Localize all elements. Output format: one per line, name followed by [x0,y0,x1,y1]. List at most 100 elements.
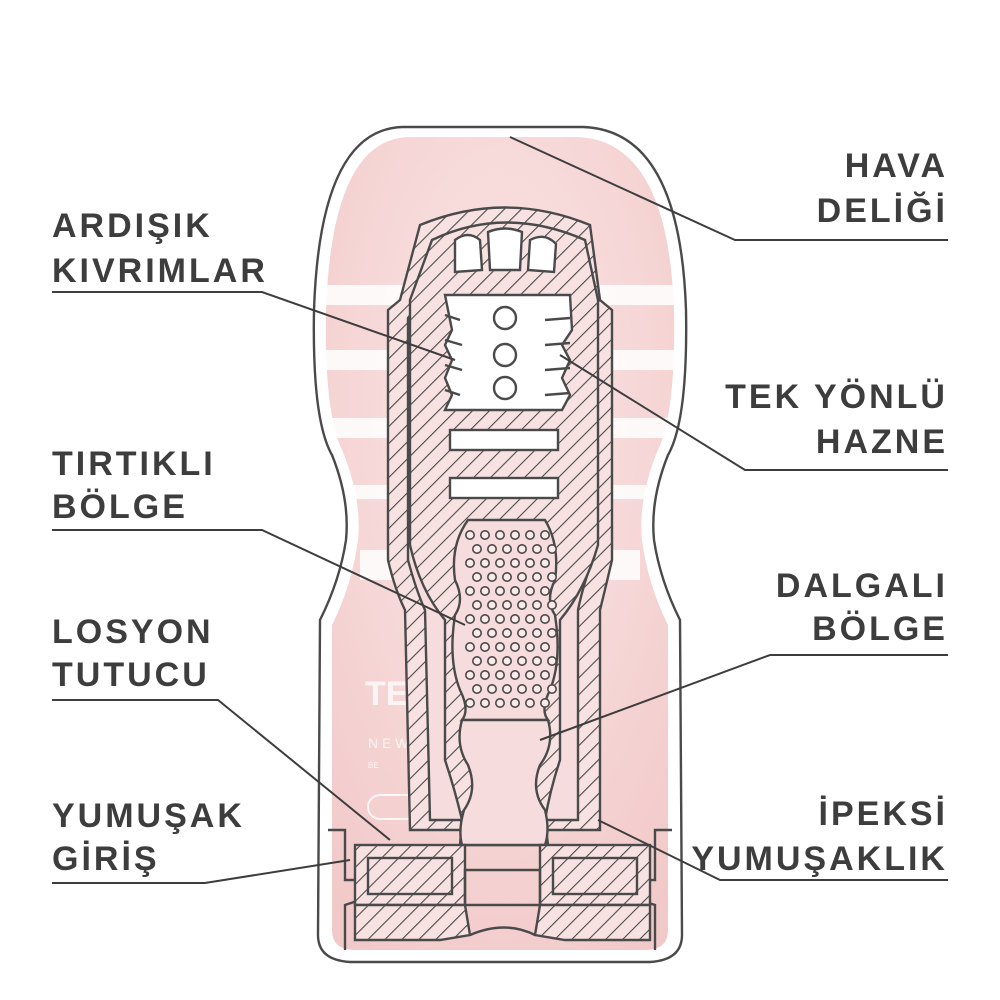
nub-dot [479,669,490,680]
nub-dot [464,585,475,596]
nub-dot [539,669,550,680]
label-tek-2: HAZNE [816,423,948,461]
nub-dot [501,683,512,694]
nub-dot [471,627,482,638]
nub-dot [509,613,520,624]
nub-dot [524,697,535,708]
nub-dot [471,599,482,610]
nub-dot [486,627,497,638]
nub-dot [501,655,512,666]
nub-dot [494,557,505,568]
nub-dot [494,613,505,624]
nub-dot [531,683,542,694]
nub-dot [509,585,520,596]
nub-dot [524,529,535,540]
leader-tirtikli [52,529,466,626]
nub-dot [486,599,497,610]
nub-dot [494,641,505,652]
nub-dot [479,557,490,568]
base-assembly [328,828,672,950]
nub-dot [479,585,490,596]
nub-dot [516,683,527,694]
nub-dot [524,557,535,568]
nub-dot [501,627,512,638]
nub-dot [516,543,527,554]
nub-dot [531,627,542,638]
nub-dot [539,697,550,708]
label-tirtikli-2: BÖLGE [52,488,188,526]
nub-dot [509,669,520,680]
nub-dot [531,543,542,554]
nub-dot [479,697,490,708]
label-tirtikli-1: TIRTIKLI [52,445,216,483]
top-grips [453,227,558,274]
nub-dot [546,627,557,638]
label-tek-1: TEK YÖNLÜ [725,378,948,416]
nub-dot [539,641,550,652]
nub-dots [464,529,557,708]
label-yumusak-2: GİRİŞ [52,840,160,878]
leader-ipeksi [597,819,948,881]
nub-dot [464,697,475,708]
leader-dalgali [539,654,948,741]
label-yumusak-1: YUMUŞAK [52,797,245,835]
nub-dot [464,669,475,680]
svg-text:TE: TE [365,675,408,713]
chamber-holes [492,305,518,401]
label-ipeksi-2: YUMUŞAKLIK [691,840,948,878]
divider-bar-2 [448,476,560,500]
label-ipeksi-1: İPEKSİ [819,795,948,833]
nub-dot [546,543,557,554]
label-ardisik-2: KIVRIMLAR [52,252,268,290]
wavy-zone [458,718,552,847]
nub-dot [479,529,490,540]
label-hava-2: DELİĞİ [817,192,948,230]
nub-dot [501,543,512,554]
nub-dot [486,655,497,666]
nub-dot [464,529,475,540]
label-losyon-1: LOSYON [52,613,214,651]
nub-dot [464,613,475,624]
nub-dot [524,641,535,652]
nub-dot [539,585,550,596]
nub-dot [524,613,535,624]
nub-dot [509,641,520,652]
label-losyon-2: TUTUCU [52,656,210,694]
nub-dot [471,543,482,554]
nub-dot [539,613,550,624]
nub-dot [509,557,520,568]
nub-dot [516,655,527,666]
nub-dot [531,655,542,666]
nub-dot [516,571,527,582]
nub-dot [479,641,490,652]
nub-dot [546,571,557,582]
nub-dot [494,697,505,708]
nub-dot [531,571,542,582]
sequential-folds [444,313,571,397]
nub-dot [516,599,527,610]
label-dalgali-2: BÖLGE [812,610,948,648]
label-ardisik-1: ARDIŞIK [52,207,213,245]
nub-dot [471,655,482,666]
nub-dot [471,571,482,582]
leader-tek [559,354,948,471]
nub-dot [486,543,497,554]
nub-dot [524,669,535,680]
nub-dot [539,557,550,568]
leader-losyon [52,699,391,841]
nub-dot [479,613,490,624]
leader-yumusak [52,859,351,884]
nub-dot [509,697,520,708]
leader-hava [509,136,948,241]
nub-dot [494,669,505,680]
nub-dot [524,585,535,596]
labels: HAVA DELİĞİ ARDIŞIK KIVRIMLAR TEK YÖNLÜ … [52,147,948,878]
nub-dot [531,599,542,610]
nub-dot [464,641,475,652]
nub-dot [494,529,505,540]
svg-text:BE: BE [368,761,379,770]
nub-dot [486,571,497,582]
nub-dot [464,557,475,568]
nub-dot [501,599,512,610]
